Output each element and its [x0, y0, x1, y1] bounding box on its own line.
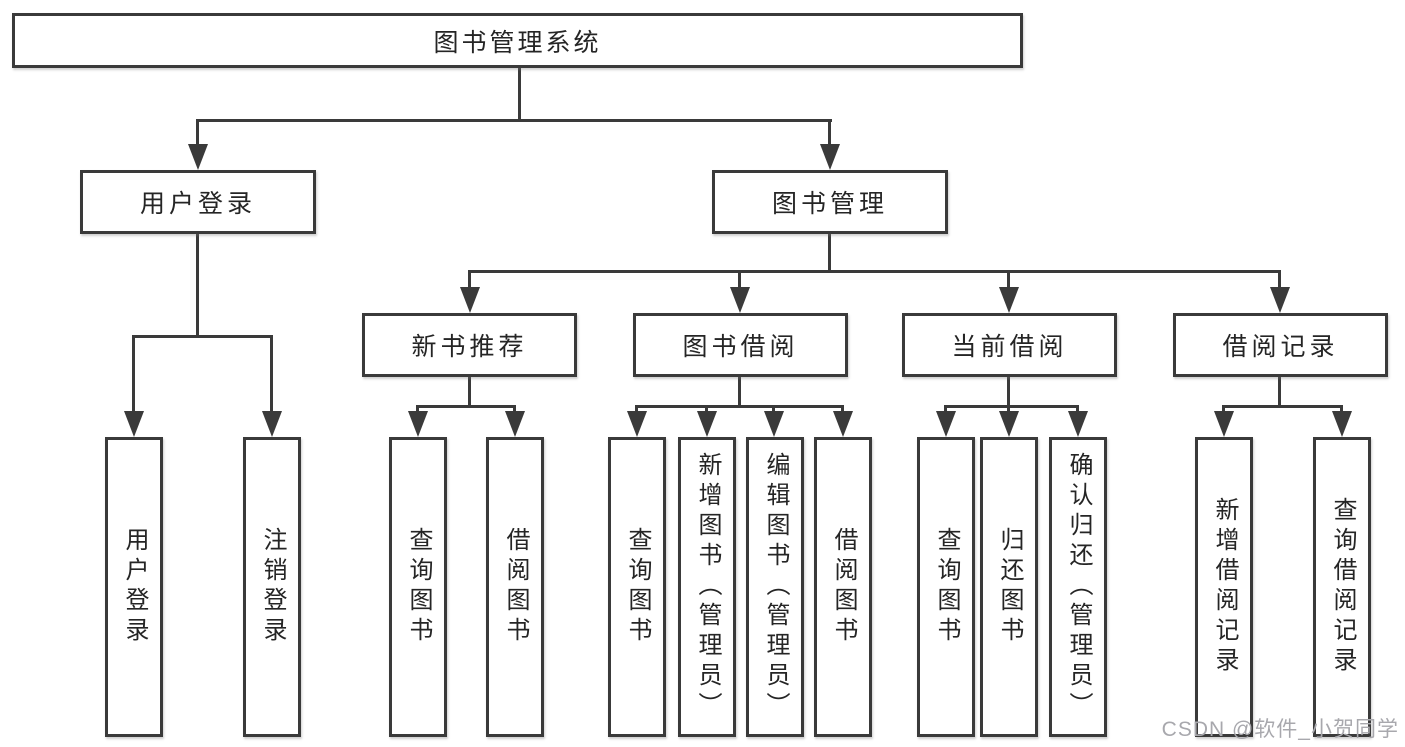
connector-line — [416, 405, 419, 415]
arrow-down-icon — [697, 411, 717, 437]
leaf-query-borrow-record: 查询借阅记录 — [1313, 437, 1371, 737]
node-book-borrowing: 图书借阅 — [633, 313, 848, 377]
connector-line — [1278, 270, 1281, 292]
arrow-down-icon — [730, 287, 750, 313]
leaf-add-borrow-record: 新增借阅记录 — [1195, 437, 1253, 737]
node-label: 确认归还（管理员） — [1065, 452, 1092, 722]
connector-line — [416, 405, 516, 408]
arrow-down-icon — [188, 144, 208, 170]
node-label: 查询图书 — [933, 527, 960, 647]
leaf-query-books-current: 查询图书 — [917, 437, 975, 737]
arrow-down-icon — [505, 411, 525, 437]
connector-line — [1340, 405, 1343, 415]
node-book-management: 图书管理 — [712, 170, 948, 234]
arrow-down-icon — [833, 411, 853, 437]
connector-line — [270, 335, 273, 415]
connector-line — [1278, 377, 1281, 408]
arrow-down-icon — [124, 411, 144, 437]
connector-line — [772, 405, 775, 415]
arrow-down-icon — [1332, 411, 1352, 437]
node-label: 新书推荐 — [411, 333, 528, 361]
connector-line — [944, 405, 947, 415]
connector-line — [828, 234, 831, 273]
leaf-query-books-recommend: 查询图书 — [389, 437, 447, 737]
leaf-edit-books-admin: 编辑图书（管理员） — [746, 437, 804, 737]
connector-line — [1007, 377, 1010, 408]
arrow-down-icon — [936, 411, 956, 437]
node-label: 查询图书 — [405, 527, 432, 647]
node-label: 新增借阅记录 — [1211, 497, 1238, 677]
leaf-borrow-books-recommend: 借阅图书 — [486, 437, 544, 737]
node-user-login: 用户登录 — [80, 170, 316, 234]
connector-line — [1222, 405, 1343, 408]
arrow-down-icon — [999, 287, 1019, 313]
connector-line — [468, 377, 471, 408]
node-label: 用户登录 — [139, 190, 256, 218]
connector-line — [828, 119, 831, 149]
node-label: 归还图书 — [996, 527, 1023, 647]
node-borrowing-records: 借阅记录 — [1173, 313, 1388, 377]
connector-line — [944, 405, 1079, 408]
connector-line — [635, 405, 844, 408]
connector-line — [705, 405, 708, 415]
connector-line — [513, 405, 516, 415]
arrow-down-icon — [460, 287, 480, 313]
leaf-logout: 注销登录 — [243, 437, 301, 737]
connector-line — [518, 68, 521, 121]
node-label: 用户登录 — [121, 527, 148, 647]
node-label: 新增图书（管理员） — [694, 452, 721, 722]
node-label: 图书管理系统 — [433, 28, 602, 57]
connector-line — [468, 270, 1281, 273]
node-label: 当前借阅 — [951, 333, 1068, 361]
arrow-down-icon — [262, 411, 282, 437]
leaf-query-books-borrowing: 查询图书 — [608, 437, 666, 737]
connector-line — [196, 119, 199, 149]
node-label: 借阅图书 — [830, 527, 857, 647]
arrow-down-icon — [820, 144, 840, 170]
node-label: 编辑图书（管理员） — [762, 452, 789, 722]
connector-line — [1007, 270, 1010, 292]
node-label: 注销登录 — [259, 527, 286, 647]
connector-line — [1076, 405, 1079, 415]
leaf-user-login: 用户登录 — [105, 437, 163, 737]
connector-line — [468, 270, 471, 292]
leaf-confirm-return-admin: 确认归还（管理员） — [1049, 437, 1107, 737]
arrow-down-icon — [408, 411, 428, 437]
node-label: 查询借阅记录 — [1329, 497, 1356, 677]
arrow-down-icon — [1214, 411, 1234, 437]
node-label: 借阅记录 — [1222, 333, 1339, 361]
node-label: 借阅图书 — [502, 527, 529, 647]
leaf-borrow-books-borrowing: 借阅图书 — [814, 437, 872, 737]
connector-line — [196, 119, 832, 122]
arrow-down-icon — [1068, 411, 1088, 437]
connector-line — [1007, 405, 1010, 415]
node-new-book-recommend: 新书推荐 — [362, 313, 577, 377]
node-label: 图书借阅 — [682, 333, 799, 361]
node-library-management-system: 图书管理系统 — [12, 13, 1023, 68]
connector-line — [196, 234, 199, 338]
connector-line — [132, 335, 135, 415]
connector-line — [738, 377, 741, 408]
connector-line — [132, 335, 273, 338]
watermark-text: CSDN @软件_小贺同学 — [1161, 718, 1399, 741]
node-current-borrowing: 当前借阅 — [902, 313, 1117, 377]
connector-line — [738, 270, 741, 292]
node-label: 图书管理 — [771, 190, 888, 218]
connector-line — [1222, 405, 1225, 415]
arrow-down-icon — [764, 411, 784, 437]
arrow-down-icon — [999, 411, 1019, 437]
arrow-down-icon — [1270, 287, 1290, 313]
leaf-return-books: 归还图书 — [980, 437, 1038, 737]
connector-line — [841, 405, 844, 415]
leaf-add-books-admin: 新增图书（管理员） — [678, 437, 736, 737]
node-label: 查询图书 — [624, 527, 651, 647]
arrow-down-icon — [627, 411, 647, 437]
connector-line — [635, 405, 638, 415]
